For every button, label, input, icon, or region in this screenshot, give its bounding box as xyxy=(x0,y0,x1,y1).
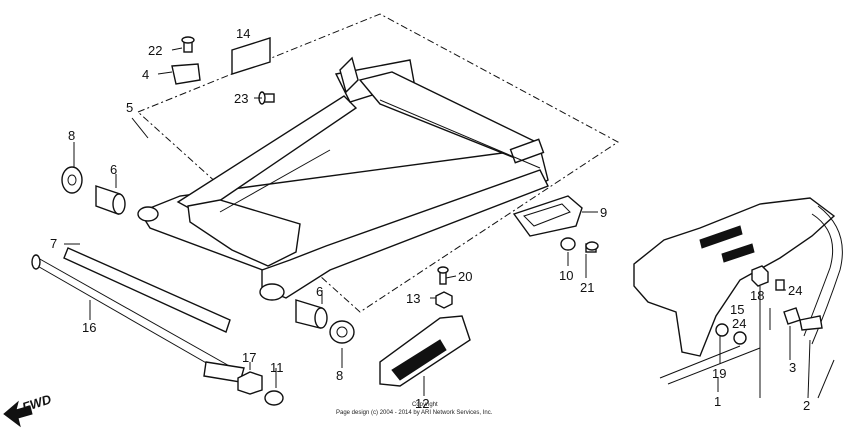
callout-21: 21 xyxy=(580,280,594,295)
callout-8-upper: 8 xyxy=(68,128,75,143)
footer-credit: Page design (c) 2004 - 2014 by ARI Netwo… xyxy=(336,410,493,416)
case-slot xyxy=(699,225,743,249)
clip-and-bolts xyxy=(171,36,275,105)
callout-2: 2 xyxy=(803,398,810,413)
footer-copyright: Copyright xyxy=(412,402,438,408)
chain-slider-fasteners xyxy=(435,266,453,309)
callout-10: 10 xyxy=(559,268,573,283)
callout-12: 12 xyxy=(415,396,429,411)
case-slot xyxy=(721,243,755,263)
callout-4: 4 xyxy=(142,67,149,82)
callout-16: 16 xyxy=(82,320,96,335)
chain-case xyxy=(633,197,836,357)
callout-11: 11 xyxy=(270,360,284,375)
callout-20: 20 xyxy=(458,269,472,284)
chain-guide xyxy=(512,195,599,253)
swingarm xyxy=(137,56,549,301)
callout-9: 9 xyxy=(600,205,607,220)
leader-lines xyxy=(64,47,835,399)
callout-18: 18 xyxy=(750,288,764,303)
callout-3: 3 xyxy=(789,360,796,375)
callout-6-lower: 6 xyxy=(316,284,323,299)
slider-pad xyxy=(391,339,447,381)
callout-7: 7 xyxy=(50,236,57,251)
callout-5: 5 xyxy=(126,100,133,115)
pivot-shaft xyxy=(31,247,245,383)
callout-22: 22 xyxy=(148,43,162,58)
callout-13: 13 xyxy=(406,291,420,306)
callout-6-upper: 6 xyxy=(110,162,117,177)
callout-numbers: 1 2 3 4 5 6 6 7 8 8 9 10 11 12 13 14 15 … xyxy=(50,26,810,413)
fwd-arrow-icon xyxy=(3,400,33,428)
callout-8-lower: 8 xyxy=(336,368,343,383)
pivot-bearings xyxy=(61,166,355,344)
callout-17: 17 xyxy=(242,350,256,365)
callout-14: 14 xyxy=(236,26,250,41)
callout-24-lower: 24 xyxy=(732,316,746,331)
callout-23: 23 xyxy=(234,91,248,106)
callout-19: 19 xyxy=(712,366,726,381)
callout-15: 15 xyxy=(730,302,744,317)
fwd-label: FWD xyxy=(20,391,53,415)
callout-1: 1 xyxy=(714,394,721,409)
label-sticker xyxy=(231,37,271,75)
chain-fasteners xyxy=(715,265,823,345)
nut-and-cap xyxy=(237,371,284,406)
assembly-boundary xyxy=(137,13,619,313)
callout-24-upper: 24 xyxy=(788,283,802,298)
